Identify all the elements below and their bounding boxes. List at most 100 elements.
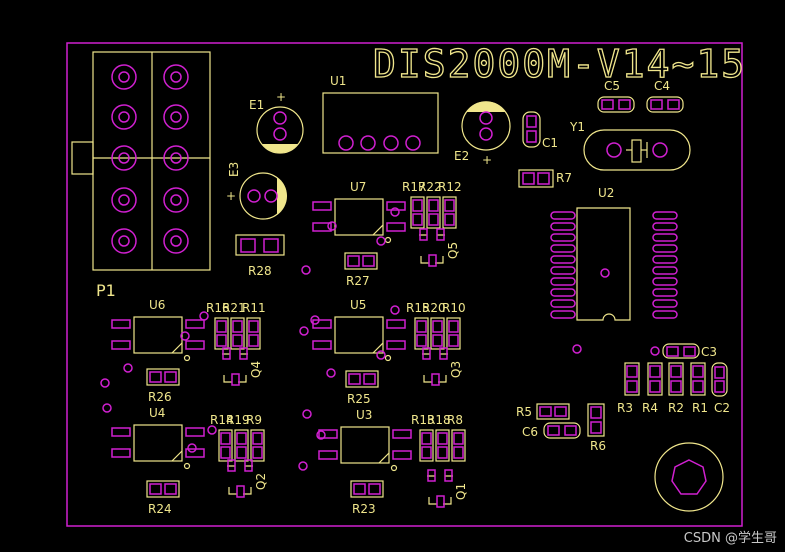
pad xyxy=(239,347,248,360)
label-c3: C3 xyxy=(701,345,717,359)
label-r9: R9 xyxy=(246,413,262,427)
label-r5: R5 xyxy=(516,405,532,419)
via xyxy=(572,344,582,354)
resistor-r19 xyxy=(234,429,249,462)
pad xyxy=(670,365,682,378)
label-r10: R10 xyxy=(442,301,466,315)
capacitor-c5 xyxy=(597,96,635,113)
resistor-r20 xyxy=(430,317,445,350)
pad xyxy=(244,459,253,472)
via xyxy=(102,403,112,413)
pad xyxy=(428,199,439,212)
resistor-r27 xyxy=(344,252,378,270)
pad xyxy=(227,459,236,472)
u2-pin-left xyxy=(550,255,576,264)
resistor-r7 xyxy=(518,169,554,188)
via xyxy=(390,305,400,315)
u2-pin-right xyxy=(652,255,678,264)
board-outline xyxy=(66,42,743,527)
u2-pin-left xyxy=(550,288,576,297)
pad xyxy=(626,365,638,378)
pad xyxy=(232,320,243,333)
label-r25: R25 xyxy=(347,392,371,406)
pad xyxy=(692,380,704,393)
u2-pin-left xyxy=(550,299,576,308)
ic-pad xyxy=(386,340,406,350)
label-r28: R28 xyxy=(248,264,272,278)
ic-body xyxy=(340,426,390,464)
via xyxy=(180,331,190,341)
pad xyxy=(412,199,423,212)
label-r13: R13 xyxy=(411,413,435,427)
pad xyxy=(222,347,231,360)
pad xyxy=(368,483,381,495)
label-r21: R21 xyxy=(222,301,246,315)
u2-pin-right xyxy=(652,266,678,275)
pad xyxy=(220,446,231,459)
pin-pad xyxy=(111,145,137,171)
via xyxy=(302,409,312,419)
ic-pad xyxy=(185,427,205,437)
pad xyxy=(453,432,464,445)
pin-hole xyxy=(170,152,182,164)
ic-body xyxy=(133,424,183,462)
pad xyxy=(236,446,247,459)
label-r24: R24 xyxy=(148,502,172,516)
label-c4: C4 xyxy=(654,79,670,93)
pad xyxy=(428,254,437,267)
pad xyxy=(436,495,445,508)
label-r2: R2 xyxy=(668,401,684,415)
label-r15: R15 xyxy=(406,301,430,315)
pin1-mark xyxy=(372,342,384,354)
pad xyxy=(252,432,263,445)
pad xyxy=(416,334,427,347)
transistor-outline xyxy=(222,353,248,383)
resistor-r23 xyxy=(350,480,384,498)
label-u6: U6 xyxy=(149,298,165,312)
u2-pin-left xyxy=(550,222,576,231)
label-r7: R7 xyxy=(556,171,572,185)
u2-pin-left xyxy=(550,211,576,220)
pad xyxy=(432,334,443,347)
pin-hole xyxy=(118,111,130,123)
pad xyxy=(427,469,436,482)
capacitor-c2 xyxy=(711,362,728,397)
label-u2: U2 xyxy=(598,186,614,200)
u2-pin-right xyxy=(652,288,678,297)
resistor-r12 xyxy=(442,196,457,229)
label-u3: U3 xyxy=(356,408,372,422)
via xyxy=(298,461,308,471)
pad xyxy=(353,483,366,495)
pin-pad xyxy=(163,104,189,130)
label-r23: R23 xyxy=(352,502,376,516)
ic-pad xyxy=(386,319,406,329)
resistor-row-item xyxy=(647,362,663,396)
pin-hole xyxy=(118,152,130,164)
label-e1: E1 xyxy=(249,98,264,112)
pad xyxy=(444,199,455,212)
label-r22: R22 xyxy=(418,180,442,194)
via xyxy=(390,207,400,217)
pad xyxy=(248,320,259,333)
label-p1: P1 xyxy=(96,281,116,300)
resistor-r10 xyxy=(446,317,461,350)
resistor-r5 xyxy=(536,403,570,420)
resistor-r21 xyxy=(230,317,245,350)
label-r26: R26 xyxy=(148,390,172,404)
label-e2: E2 xyxy=(454,149,469,163)
resistor-r13 xyxy=(419,429,434,462)
pin-pad xyxy=(163,228,189,254)
u2-pin-right xyxy=(652,222,678,231)
watermark: CSDN @学生哥 xyxy=(683,531,777,546)
ic-body xyxy=(334,316,384,354)
ic-body xyxy=(133,316,183,354)
label-y1: Y1 xyxy=(569,120,585,134)
pad xyxy=(428,213,439,226)
pad xyxy=(448,320,459,333)
pad xyxy=(164,371,177,383)
label-r27: R27 xyxy=(346,274,370,288)
